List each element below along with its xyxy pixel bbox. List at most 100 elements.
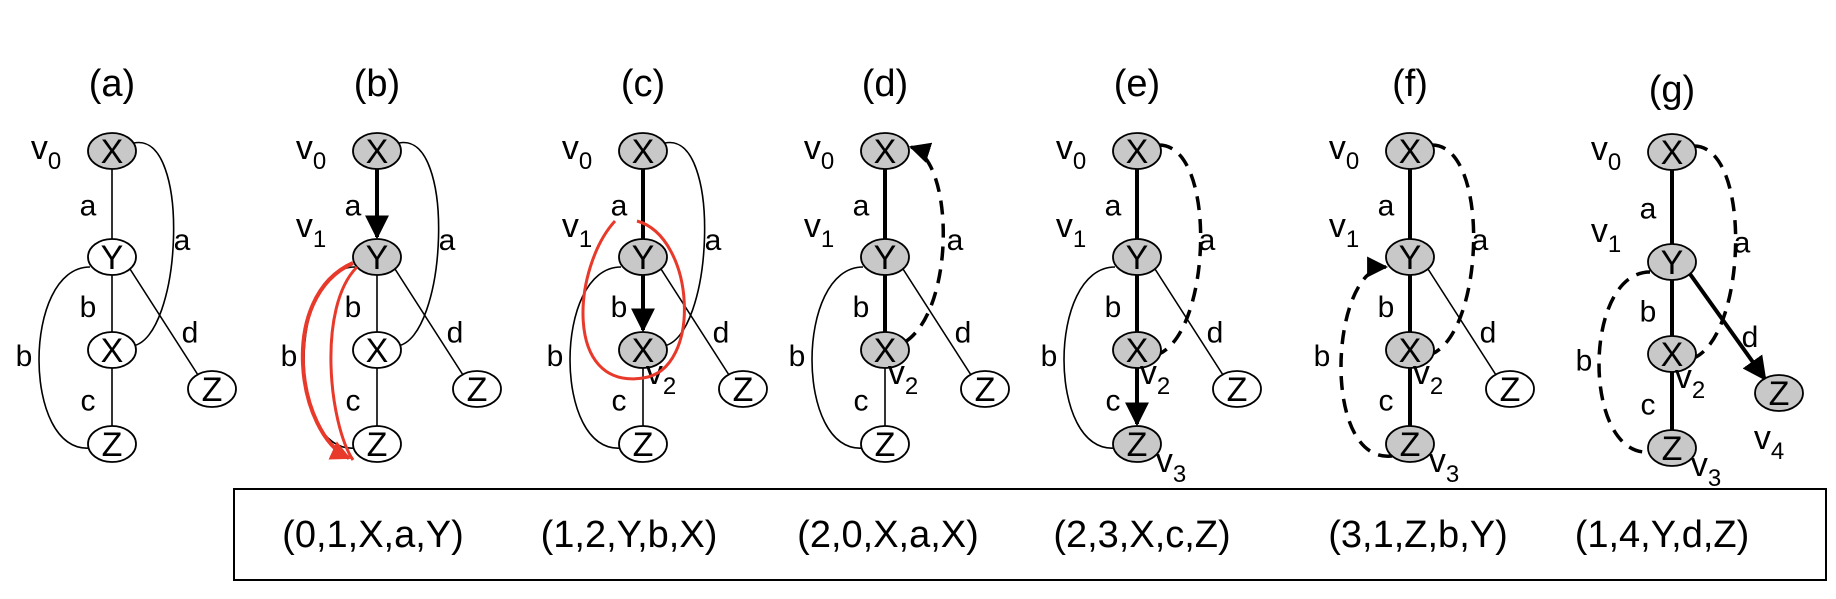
edge-label-a-arc: a bbox=[705, 224, 722, 257]
node-4 bbox=[1485, 370, 1535, 408]
annotation-circle bbox=[581, 219, 686, 381]
node-label-2: X bbox=[1399, 332, 1422, 370]
vertex-label-1: v1 bbox=[296, 207, 326, 253]
node-4 bbox=[1212, 370, 1262, 408]
vertex-label-2: v2 bbox=[888, 354, 918, 400]
vertex-label-main: v bbox=[1591, 212, 1608, 250]
edge-x-x-a bbox=[396, 142, 440, 347]
vertex-label-main: v bbox=[562, 129, 579, 167]
edge-label-b: b bbox=[611, 291, 628, 324]
vertex-label-main: v bbox=[1140, 354, 1157, 392]
panel-label: (e) bbox=[1114, 63, 1160, 105]
node-label-4: Z bbox=[467, 371, 488, 409]
vertex-label-main: v bbox=[646, 354, 663, 392]
edge-label-b-loop: b bbox=[281, 340, 298, 373]
dfs-code-2: (2,0,X,a,X) bbox=[797, 514, 979, 556]
vertex-label-main: v bbox=[31, 129, 48, 167]
edge-x-x-a bbox=[904, 142, 945, 344]
node-1 bbox=[1647, 243, 1697, 281]
vertex-label-main: v bbox=[1591, 130, 1608, 168]
node-3 bbox=[1385, 425, 1435, 463]
node-3 bbox=[87, 425, 137, 463]
vertex-label-main: v bbox=[1413, 354, 1430, 392]
edge-label-b: b bbox=[1640, 296, 1657, 329]
vertex-label-sub: 3 bbox=[1173, 461, 1186, 488]
node-3 bbox=[1112, 425, 1162, 463]
node-4 bbox=[187, 370, 237, 408]
vertex-label-main: v bbox=[1056, 207, 1073, 245]
edge-label-d: d bbox=[955, 317, 972, 350]
panel-label: (f) bbox=[1392, 63, 1428, 105]
node-label-3: Z bbox=[1400, 426, 1421, 464]
vertex-label-sub: 1 bbox=[1608, 231, 1621, 258]
edge-y-z-b bbox=[1597, 270, 1651, 454]
node-label-2: X bbox=[874, 332, 897, 370]
vertex-label-0: v0 bbox=[1056, 129, 1086, 175]
edge-label-b: b bbox=[1378, 291, 1395, 324]
node-1 bbox=[1112, 238, 1162, 276]
edge-x-x-a bbox=[1431, 143, 1476, 356]
dfs-code-0: (0,1,X,a,Y) bbox=[282, 514, 464, 556]
node-1 bbox=[352, 238, 402, 276]
node-2 bbox=[618, 331, 668, 369]
edge-label-a: a bbox=[1640, 193, 1657, 226]
vertex-label-sub: 0 bbox=[313, 148, 326, 175]
panel-label: (c) bbox=[621, 63, 665, 105]
vertex-label-sub: 3 bbox=[1708, 465, 1721, 492]
edge-y-z-d bbox=[394, 268, 464, 376]
node-2 bbox=[860, 331, 910, 369]
edge-y-z-b bbox=[811, 266, 864, 449]
edge-label-c: c bbox=[346, 385, 361, 418]
edge-label-b-loop: b bbox=[789, 340, 806, 373]
vertex-label-sub: 3 bbox=[1446, 461, 1459, 488]
dfs-code-box: (0,1,X,a,Y)(1,2,Y,b,X)(2,0,X,a,X)(2,3,X,… bbox=[233, 488, 1827, 581]
edge-label-d: d bbox=[1742, 321, 1759, 354]
edge-y-z-b bbox=[569, 266, 622, 449]
edge-label-c: c bbox=[1379, 385, 1394, 418]
edge-label-d: d bbox=[182, 317, 199, 350]
dfs-code-frame bbox=[233, 488, 1827, 581]
node-label-0: X bbox=[101, 133, 124, 171]
node-0 bbox=[1112, 132, 1162, 170]
node-label-4: Z bbox=[975, 371, 996, 409]
dfs-code-5: (1,4,Y,d,Z) bbox=[1575, 514, 1750, 556]
edge-x-x-a bbox=[662, 142, 706, 347]
vertex-label-main: v bbox=[1329, 129, 1346, 167]
edge-label-d: d bbox=[1480, 317, 1497, 350]
vertex-label-main: v bbox=[1329, 207, 1346, 245]
node-1 bbox=[87, 238, 137, 276]
vertex-label-sub: 0 bbox=[1346, 148, 1359, 175]
edge-label-a: a bbox=[611, 190, 628, 223]
dfs-code-4: (3,1,Z,b,Y) bbox=[1328, 514, 1508, 556]
vertex-label-3: v3 bbox=[1156, 442, 1186, 488]
node-label-3: Z bbox=[1127, 426, 1148, 464]
edge-label-a-arc: a bbox=[439, 224, 456, 257]
vertex-label-sub: 0 bbox=[579, 148, 592, 175]
vertex-label-sub: 2 bbox=[905, 373, 918, 400]
node-1 bbox=[618, 238, 668, 276]
node-label-4: Z bbox=[1500, 371, 1521, 409]
vertex-label-sub: 1 bbox=[579, 226, 592, 253]
vertex-label-sub: 0 bbox=[48, 148, 61, 175]
node-1 bbox=[860, 238, 910, 276]
edge-label-c: c bbox=[1106, 385, 1121, 418]
node-4 bbox=[718, 370, 768, 408]
edge-label-a-arc: a bbox=[1472, 224, 1489, 257]
vertex-label-main: v bbox=[296, 207, 313, 245]
vertex-label-0: v0 bbox=[1329, 129, 1359, 175]
edge-label-a-arc: a bbox=[174, 224, 191, 257]
node-label-0: X bbox=[1399, 133, 1422, 171]
node-label-4: Z bbox=[1227, 371, 1248, 409]
vertex-label-main: v bbox=[888, 354, 905, 392]
vertex-label-main: v bbox=[1156, 442, 1173, 480]
edge-label-b-loop: b bbox=[1576, 345, 1593, 378]
panel-label: (d) bbox=[862, 63, 908, 105]
edge-label-a: a bbox=[80, 190, 97, 223]
node-label-0: X bbox=[1661, 134, 1684, 172]
node-label-3: Z bbox=[875, 426, 896, 464]
